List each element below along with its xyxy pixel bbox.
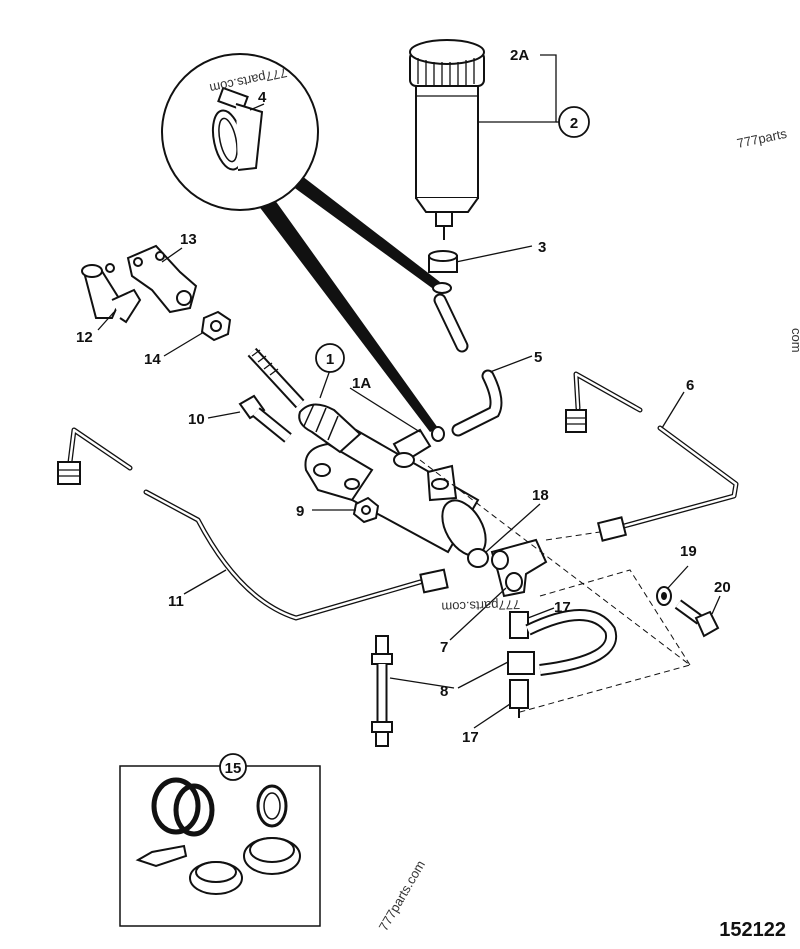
bolt-part-10 [238, 394, 292, 443]
hose-part-8 [507, 609, 618, 718]
watermark-right: 777parts [736, 126, 789, 151]
reservoir-part-2 [409, 39, 485, 240]
label-2a: 2A [510, 47, 529, 64]
pipe-part-6 [565, 371, 739, 542]
clevis-part-13 [126, 244, 198, 314]
tee-piece-part-7 [490, 538, 548, 598]
label-1: 1 [326, 351, 334, 368]
assembly-guide-lines [419, 459, 692, 713]
nut-part-14 [200, 310, 232, 342]
label-14: 14 [144, 351, 161, 368]
label-5: 5 [534, 349, 542, 366]
label-17-bottom: 17 [462, 729, 479, 746]
washer-part-18 [467, 548, 489, 568]
label-circles [219, 106, 590, 781]
label-17-top: 17 [554, 599, 571, 616]
master-cylinder-part-1 [247, 347, 487, 557]
diagram-number: 152122 [719, 919, 786, 941]
label-3: 3 [538, 239, 546, 256]
label-11: 11 [168, 593, 184, 610]
watermark-edge: com [789, 328, 800, 353]
label-9: 9 [296, 503, 304, 520]
hose-part-5 [431, 293, 503, 442]
label-19: 19 [680, 543, 697, 560]
label-20: 20 [714, 579, 731, 596]
nut-part-9 [352, 496, 380, 524]
pipe-part-11 [57, 427, 449, 621]
part-labels: 2A 2 3 4 5 6 13 12 14 1 1A 10 9 18 11 19… [76, 47, 731, 777]
washer-part-19 [656, 586, 672, 606]
stud-part-8 [371, 635, 393, 747]
watermark-center: 777parts.com [441, 597, 520, 615]
label-18: 18 [532, 487, 549, 504]
leader-lines [97, 54, 721, 729]
clip-part-4 [211, 86, 264, 171]
bolt-part-20 [674, 599, 720, 638]
label-1a: 1A [352, 375, 371, 392]
label-10: 10 [188, 411, 205, 428]
seal-kit-part-15 [119, 765, 321, 927]
label-12: 12 [76, 329, 93, 346]
watermark-bottom: 777parts.com [376, 858, 428, 934]
label-7: 7 [440, 639, 448, 656]
label-2: 2 [570, 115, 578, 132]
detail-circle [161, 53, 319, 211]
label-13: 13 [180, 231, 197, 248]
nut-part-3 [428, 250, 458, 294]
push-rod-boot [247, 347, 362, 454]
label-4: 4 [258, 89, 267, 106]
label-6: 6 [686, 377, 694, 394]
detail-wedges [258, 176, 440, 432]
label-8: 8 [440, 683, 448, 700]
label-15: 15 [225, 760, 242, 777]
clevis-pin-part-12 [81, 263, 142, 324]
